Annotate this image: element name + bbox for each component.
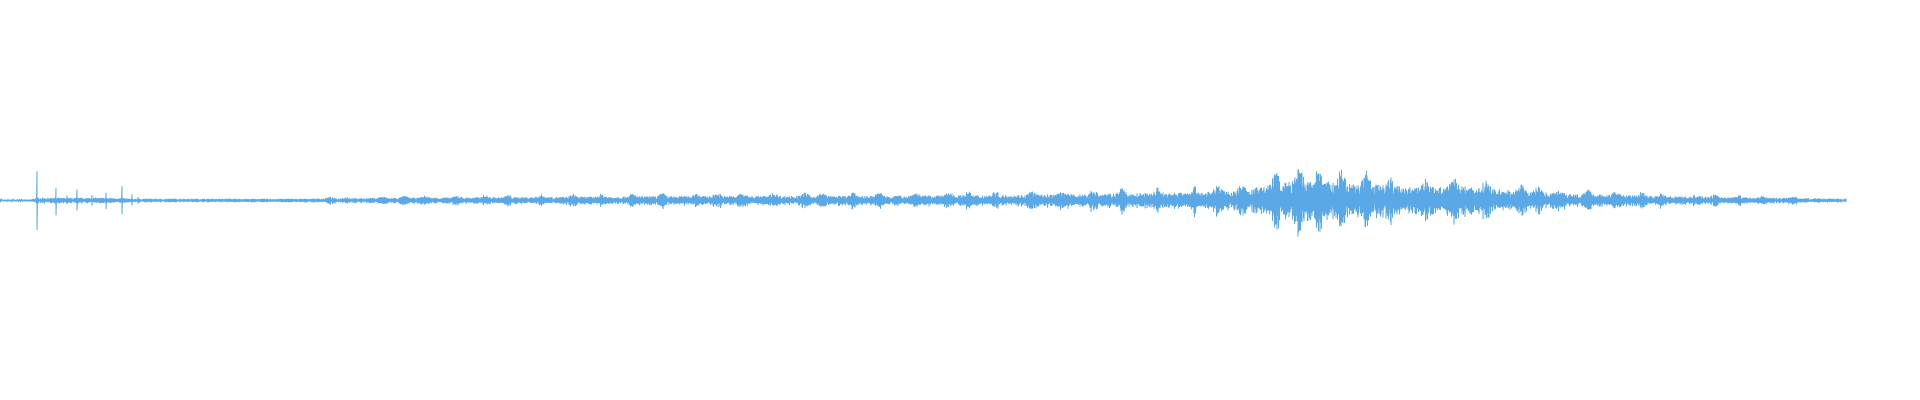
waveform-trace: [0, 169, 1847, 237]
